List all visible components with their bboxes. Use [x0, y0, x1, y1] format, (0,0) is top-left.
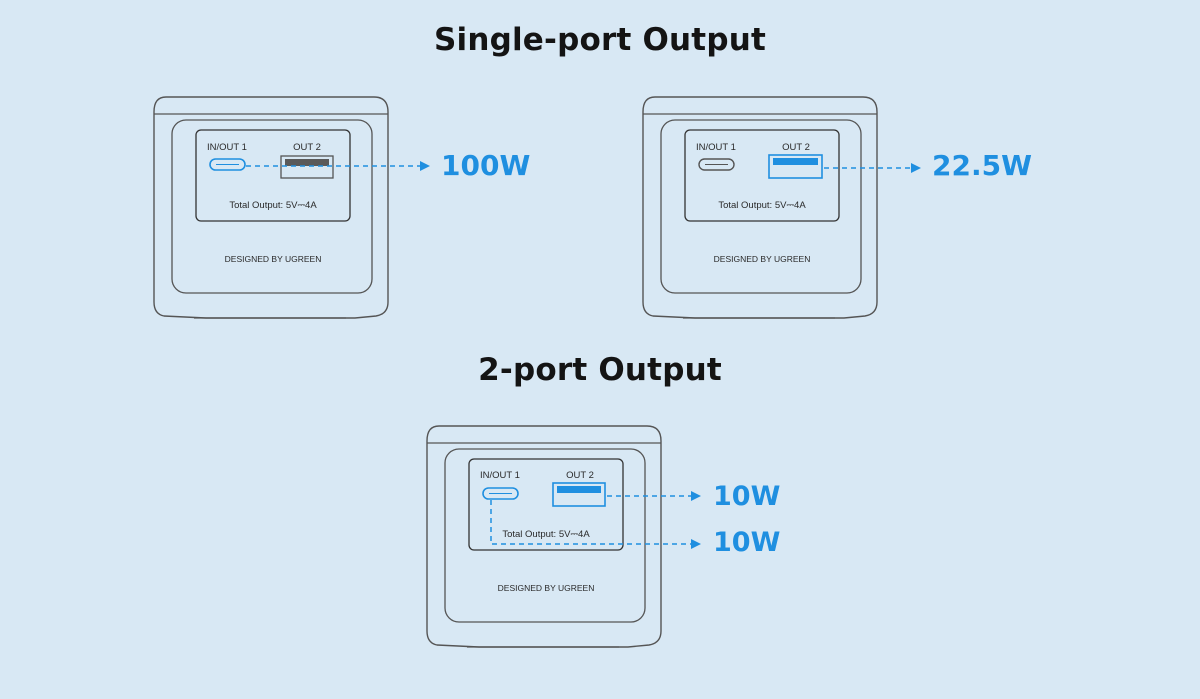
usb-c-port-icon	[698, 158, 735, 171]
port-label-out-2: OUT 2	[293, 142, 321, 153]
usb-a-port-icon	[280, 155, 334, 179]
output-watt-value-2: 10W	[713, 527, 781, 558]
output-watt-value: 22.5W	[932, 149, 1032, 182]
port-label-in-out-1: IN/OUT 1	[480, 470, 520, 481]
single-port-output-heading: Single-port Output	[433, 22, 767, 58]
usb-a-port-icon	[768, 154, 823, 179]
port-label-in-out-1: IN/OUT 1	[696, 142, 736, 153]
brand-text: DESIGNED BY UGREEN	[713, 254, 811, 264]
total-output-label: Total Output: 5V⎓4A	[718, 200, 806, 211]
charger-device-2: IN/OUT 1 OUT 2 Total Output: 5V⎓4A DESIG…	[639, 92, 1059, 324]
charger-device-3-outline	[426, 425, 701, 648]
charger-device-2-outline	[642, 96, 921, 319]
usb-c-port-icon	[482, 487, 519, 500]
total-output-label: Total Output: 5V⎓4A	[502, 529, 590, 540]
port-label-out-2: OUT 2	[566, 470, 594, 481]
port-label-in-out-1: IN/OUT 1	[207, 142, 247, 153]
output-watt-value-1: 10W	[713, 481, 781, 512]
charger-device-3: IN/OUT 1 OUT 2 Total Output: 5V⎓4A DESIG…	[423, 421, 793, 653]
two-port-output-heading: 2-port Output	[478, 352, 722, 388]
charger-device-1-outline	[153, 96, 430, 319]
total-output-label: Total Output: 5V⎓4A	[229, 200, 317, 211]
usb-c-port-icon	[209, 158, 246, 171]
output-watt-value: 100W	[441, 149, 531, 182]
charger-device-1: IN/OUT 1 OUT 2 Total Output: 5V⎓4A DESIG…	[150, 92, 550, 324]
brand-text: DESIGNED BY UGREEN	[497, 583, 595, 593]
brand-text: DESIGNED BY UGREEN	[224, 254, 322, 264]
port-label-out-2: OUT 2	[782, 142, 810, 153]
usb-a-port-icon	[552, 482, 606, 507]
arrow-right-icon	[490, 500, 696, 545]
